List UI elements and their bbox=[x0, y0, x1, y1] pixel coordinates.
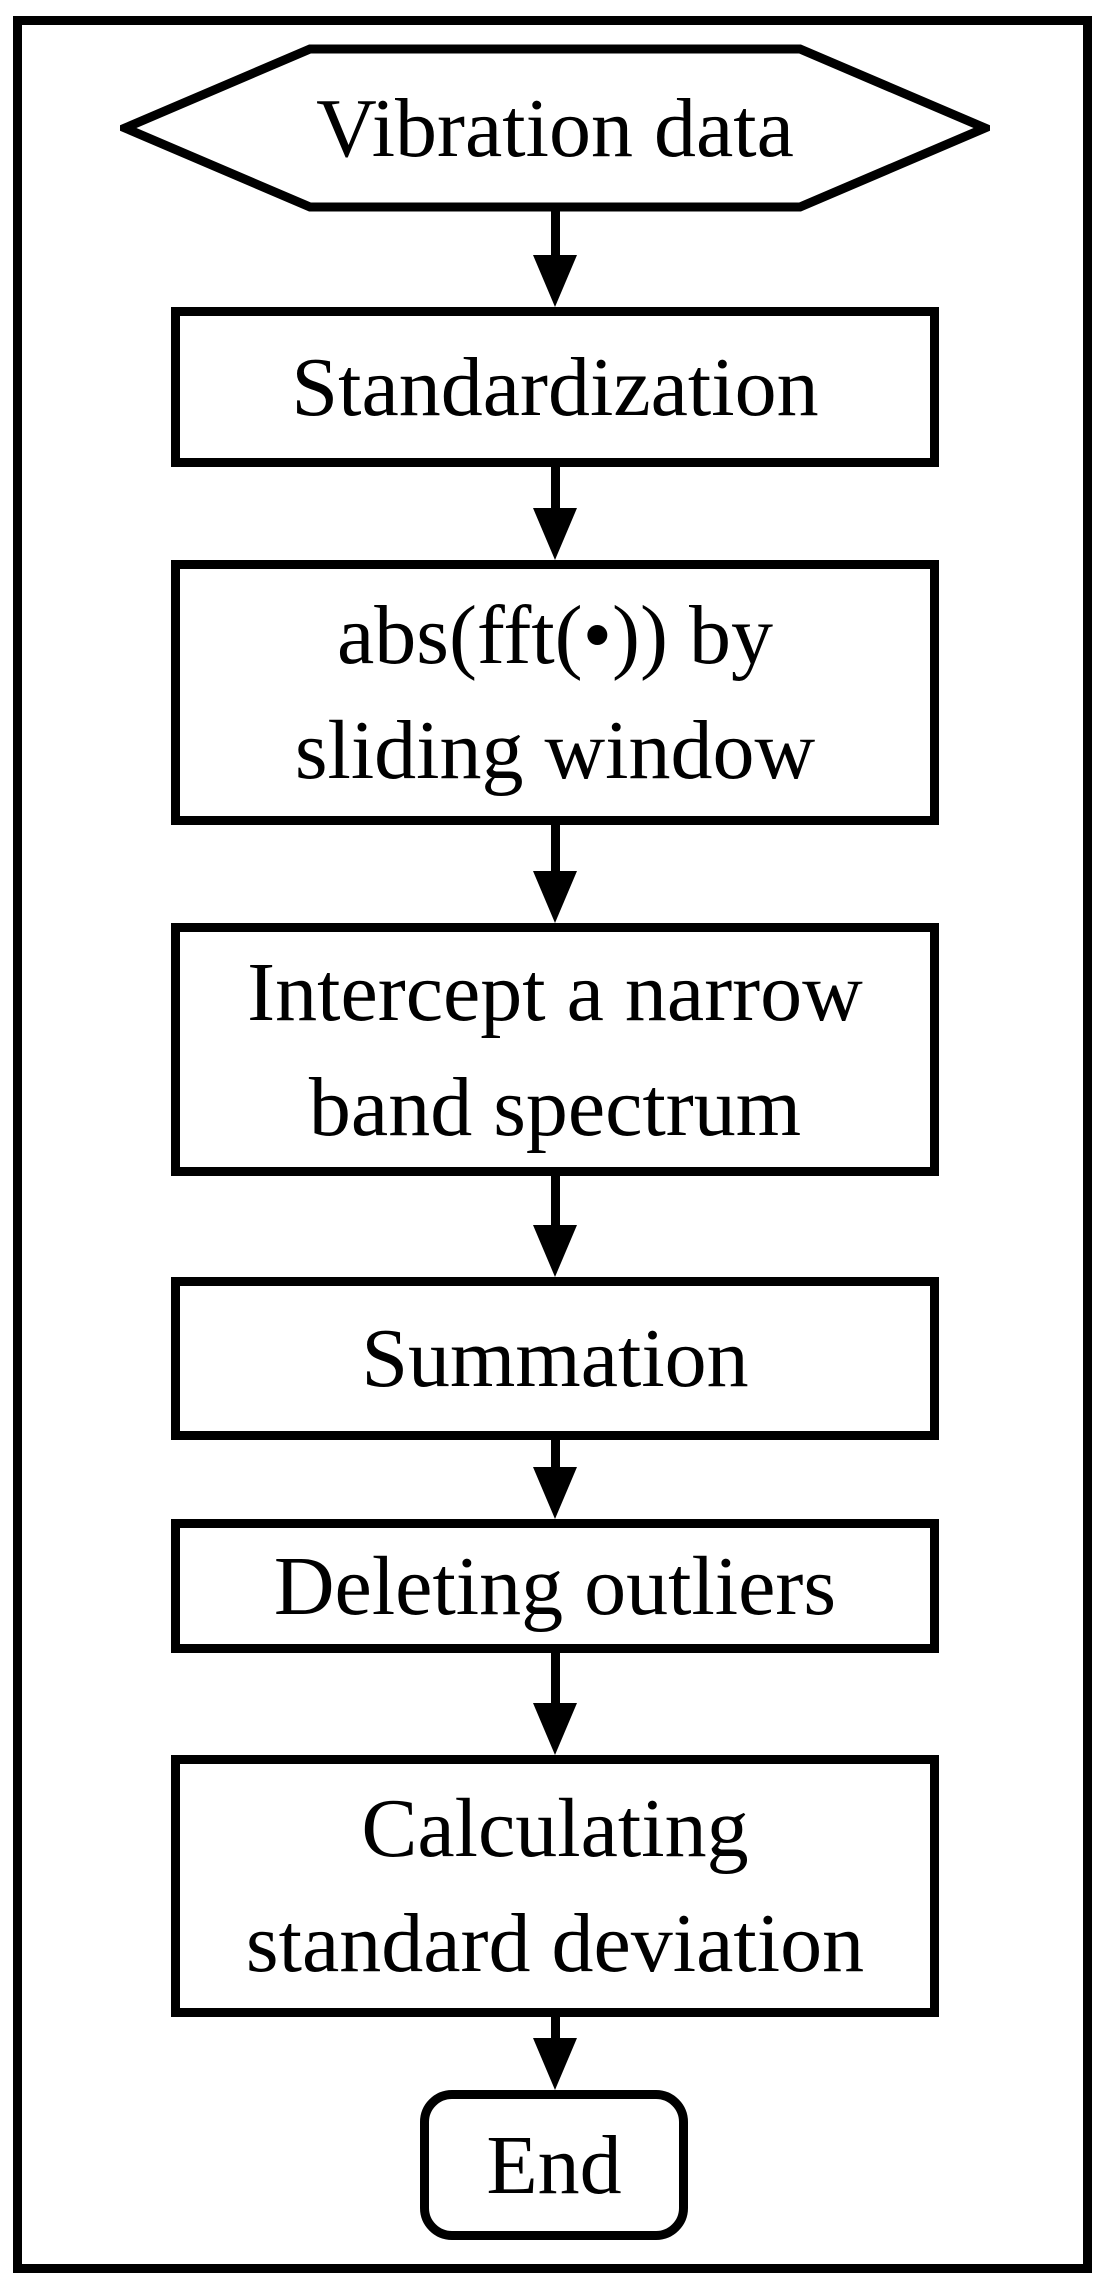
node-deleting-outliers: Deleting outliers bbox=[171, 1519, 939, 1653]
node-label: Vibration data bbox=[316, 81, 794, 175]
node-label: Intercept a narrow bbox=[247, 945, 863, 1039]
node-standardization: Standardization bbox=[171, 307, 939, 467]
arrow-down-icon bbox=[533, 255, 577, 307]
node-calculating-std: Calculating standard deviation bbox=[171, 1755, 939, 2017]
node-vibration-data: Vibration data bbox=[120, 44, 990, 212]
hexagon-outline bbox=[120, 44, 990, 212]
node-label: band spectrum bbox=[308, 1060, 802, 1154]
node-summation: Summation bbox=[171, 1277, 939, 1440]
arrow-down-icon bbox=[533, 1703, 577, 1755]
arrow-down-icon bbox=[533, 1467, 577, 1519]
hexagon-shape bbox=[120, 44, 990, 212]
node-end: End bbox=[420, 2090, 688, 2240]
node-label: Summation bbox=[361, 1312, 749, 1405]
node-label: Calculating bbox=[361, 1782, 749, 1875]
arrow-shaft bbox=[551, 820, 560, 871]
arrow-down-icon bbox=[533, 871, 577, 923]
arrow-down-icon bbox=[533, 508, 577, 560]
arrow-down-icon bbox=[533, 1225, 577, 1277]
arrow-shaft bbox=[551, 1172, 560, 1225]
arrow-shaft bbox=[551, 1649, 560, 1703]
node-label: abs(fft(•)) by bbox=[336, 588, 774, 682]
node-intercept-narrow-band: Intercept a narrow band spectrum bbox=[171, 923, 939, 1176]
node-fft-sliding-window: abs(fft(•)) by sliding window bbox=[171, 560, 939, 825]
arrow-shaft bbox=[551, 2013, 560, 2038]
arrow-shaft bbox=[551, 205, 560, 255]
node-label: Deleting outliers bbox=[273, 1539, 837, 1633]
node-label: End bbox=[486, 2118, 622, 2212]
node-label: Standardization bbox=[291, 340, 819, 434]
node-label: sliding window bbox=[294, 703, 816, 797]
node-label: standard deviation bbox=[245, 1897, 865, 1990]
arrow-shaft bbox=[551, 463, 560, 508]
flowchart-border bbox=[13, 16, 1092, 2273]
arrow-shaft bbox=[551, 1436, 560, 1467]
arrow-down-icon bbox=[533, 2038, 577, 2090]
